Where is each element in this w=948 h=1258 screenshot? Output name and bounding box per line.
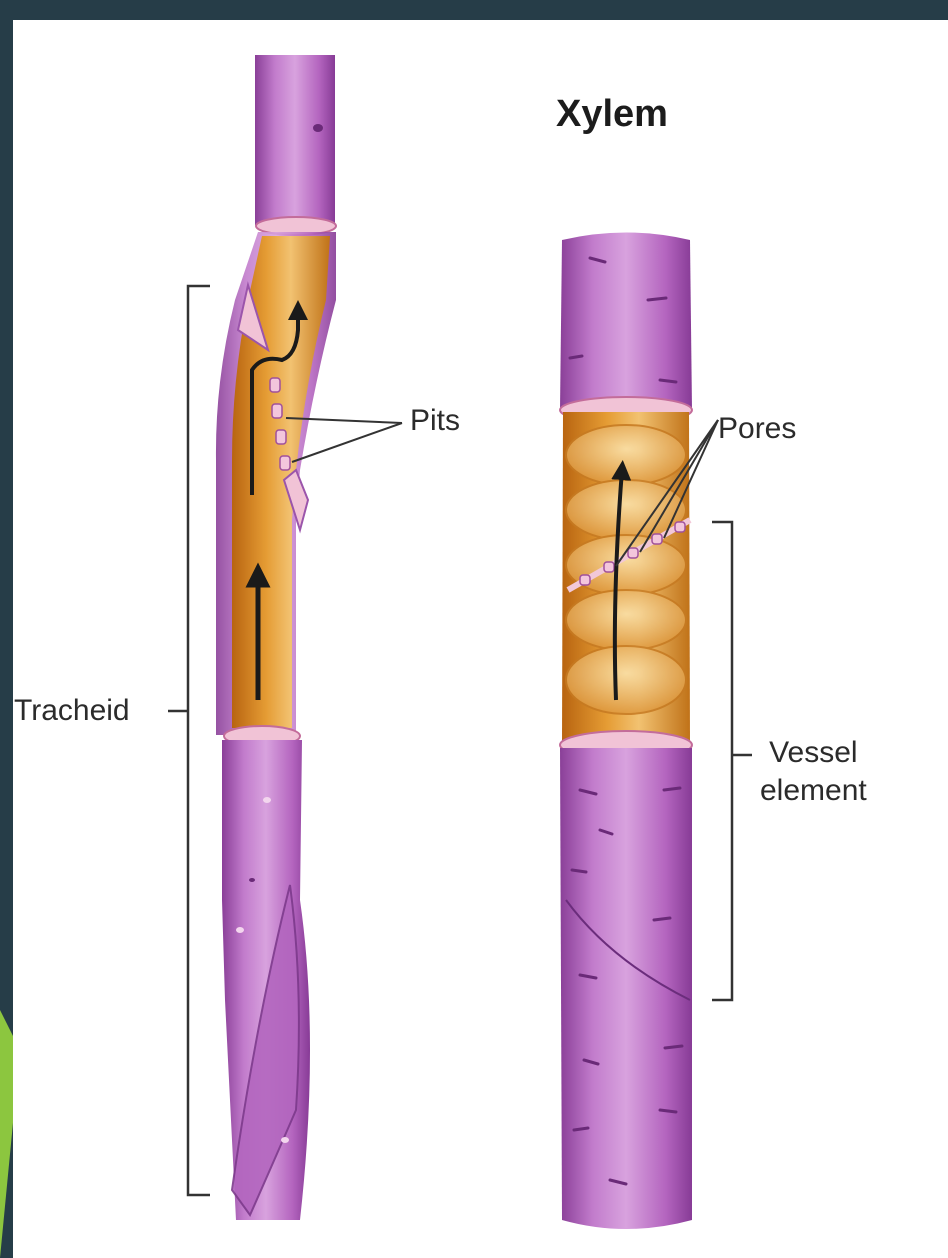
vessel-rings bbox=[566, 425, 686, 714]
vessel-label-line2: element bbox=[760, 772, 867, 810]
tracheid-cell bbox=[216, 55, 336, 1220]
vessel-element-label: Vessel element bbox=[760, 734, 867, 810]
vessel-element-cell bbox=[560, 233, 692, 1230]
pits-label: Pits bbox=[410, 404, 460, 438]
vessel-bracket bbox=[712, 522, 752, 1000]
tracheid-label: Tracheid bbox=[14, 694, 130, 728]
tracheid-bracket bbox=[168, 286, 210, 1195]
diagram-title: Xylem bbox=[556, 92, 668, 136]
pores-label: Pores bbox=[718, 412, 796, 446]
vessel-label-line1: Vessel bbox=[760, 734, 867, 772]
